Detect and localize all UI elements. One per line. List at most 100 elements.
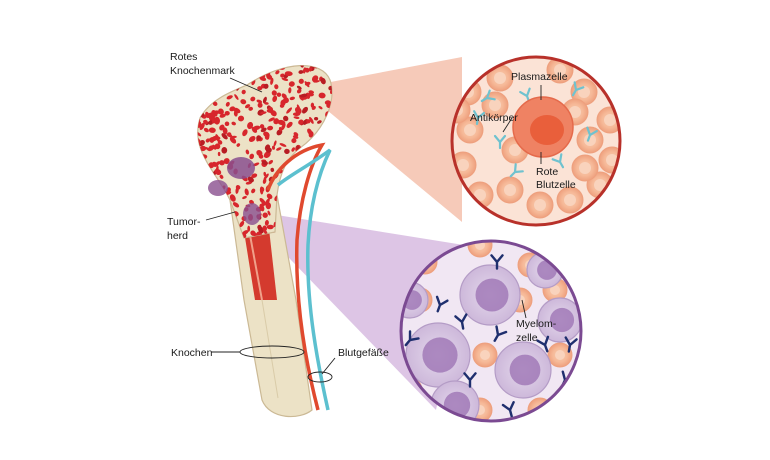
marrow-speck — [256, 99, 263, 104]
marrow-speck — [227, 132, 232, 137]
marrow-speck — [215, 200, 222, 206]
marrow-speck — [214, 143, 221, 150]
marrow-speck — [205, 138, 210, 143]
marrow-speck — [259, 124, 265, 129]
marrow-speck — [327, 193, 332, 199]
marrow-speck — [319, 202, 325, 206]
vessel-pointer-ring — [307, 371, 333, 383]
marrow-speck — [262, 212, 268, 218]
marrow-speck — [314, 116, 319, 121]
marrow-speck — [257, 102, 263, 108]
myeloma-nucleus — [549, 307, 575, 333]
marrow-speck — [250, 230, 256, 236]
marrow-speck — [318, 92, 326, 99]
marrow-speck — [276, 92, 282, 97]
marrow-speck — [245, 149, 250, 155]
marrow-speck — [264, 198, 270, 206]
marrow-speck — [224, 121, 230, 127]
marrow-speck — [222, 127, 228, 135]
marrow-speck — [240, 76, 246, 82]
marrow-speck — [242, 195, 247, 200]
marrow-speck — [225, 101, 230, 107]
marrow-speck — [203, 87, 211, 93]
marrow-speck — [229, 194, 236, 202]
zoom-cone-marrow — [320, 57, 462, 222]
tumor-focus-1 — [227, 157, 255, 179]
marrow-speck — [329, 174, 332, 180]
marrow-speck — [261, 67, 267, 72]
myeloma-nucleus — [422, 337, 458, 373]
label-red-blood-cell: Rote Blutzelle — [536, 166, 576, 191]
marrow-speck — [328, 210, 332, 218]
marrow-speck — [284, 71, 293, 77]
marrow-speck — [266, 74, 273, 80]
marrow-speck — [267, 106, 274, 113]
marrow-speck — [260, 186, 265, 192]
marrow-speck — [242, 230, 249, 235]
marrow-speck — [279, 143, 287, 147]
marrow-speck — [214, 84, 219, 89]
tumor-focus-3 — [243, 203, 261, 225]
marrow-speck — [329, 191, 332, 198]
marrow-speck — [298, 70, 304, 74]
marrow-speck — [206, 222, 213, 230]
marrow-speck — [280, 184, 289, 190]
marrow-speck — [240, 99, 247, 105]
marrow-speck — [209, 222, 216, 228]
myeloma-nucleus — [475, 278, 509, 312]
red-blood-cell-center — [614, 89, 620, 101]
red-blood-cell-center — [504, 184, 516, 196]
marrow-speck — [298, 119, 304, 125]
marrow-speck — [231, 121, 236, 126]
marrow-speck — [299, 65, 304, 68]
marrow-speck — [197, 132, 202, 137]
label-antibody: Antikörper — [470, 112, 518, 124]
marrow-speck — [221, 147, 228, 154]
marrow-speck — [328, 218, 332, 223]
antibody-icon — [490, 254, 504, 270]
marrow-speck — [249, 153, 255, 160]
label-myeloma-cell: Myelom- zelle — [516, 318, 559, 344]
marrow-speck — [270, 77, 274, 85]
marrow-speck — [230, 58, 236, 63]
marrow-speck — [257, 224, 262, 230]
marrow-speck — [197, 233, 198, 238]
antibody-icon — [501, 400, 515, 418]
marrow-speck — [286, 121, 293, 128]
marrow-speck — [197, 148, 198, 153]
marrow-speck — [212, 196, 218, 200]
marrow-speck — [205, 92, 211, 99]
marrow-speck — [311, 75, 319, 83]
marrow-speck — [197, 200, 199, 204]
marrow-speck — [331, 65, 332, 69]
marrow-speck — [226, 88, 232, 92]
marrow-speck — [204, 77, 208, 82]
marrow-speck — [325, 177, 332, 182]
marrow-speck — [214, 56, 223, 65]
marrow-speck — [276, 56, 281, 64]
marrow-speck — [280, 73, 285, 78]
marrow-speck — [211, 161, 218, 167]
marrow-speck — [236, 143, 241, 147]
marrow-speck — [258, 154, 264, 159]
marrow-speck — [259, 58, 267, 65]
marrow-speck — [304, 81, 311, 86]
marrow-speck — [214, 89, 218, 95]
red-blood-cell-center — [494, 72, 506, 84]
marrow-speck — [295, 189, 301, 193]
marrow-speck — [245, 104, 251, 109]
marrow-speck — [265, 134, 270, 139]
marrow-speck — [325, 128, 330, 135]
antibody-icon — [480, 89, 496, 103]
marrow-speck — [286, 107, 292, 114]
marrow-speck — [224, 111, 230, 116]
marrow-speck — [237, 65, 245, 67]
marrow-speck — [213, 220, 218, 228]
marrow-speck — [199, 145, 207, 152]
marrow-speck — [198, 173, 203, 177]
marrow-speck — [219, 124, 225, 131]
marrow-speck — [200, 103, 206, 110]
tumor-focus-2 — [208, 180, 228, 196]
marrow-speck — [214, 168, 222, 176]
